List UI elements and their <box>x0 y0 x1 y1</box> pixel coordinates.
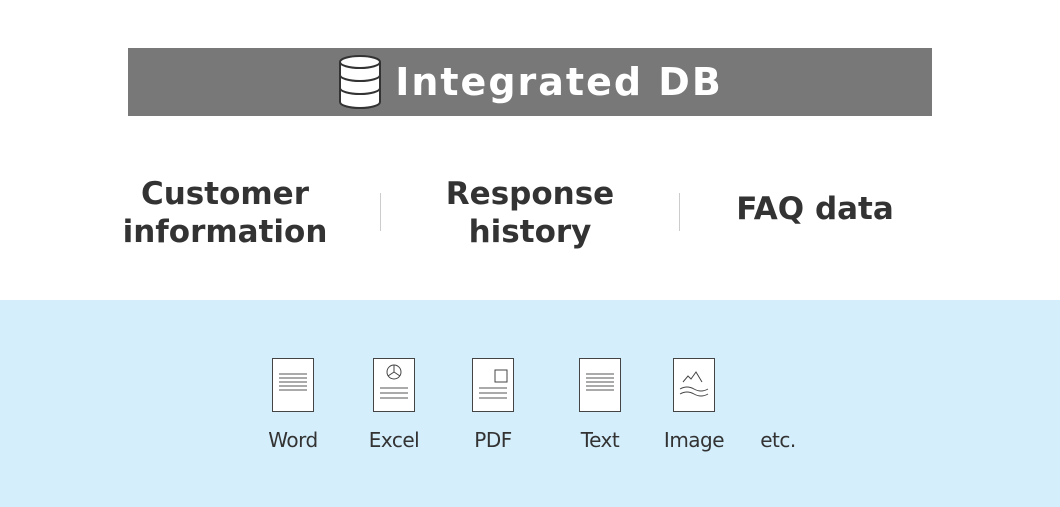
pdf-document-icon <box>472 358 514 412</box>
file-label-text: Text <box>580 428 620 452</box>
file-types-band <box>0 300 1060 507</box>
etc-label: etc. <box>760 428 796 452</box>
excel-document-icon <box>373 358 415 412</box>
file-label-excel: Excel <box>368 428 420 452</box>
file-label-image: Image <box>663 428 725 452</box>
divider <box>679 193 680 231</box>
file-label-pdf: PDF <box>474 428 512 452</box>
divider <box>380 193 381 231</box>
word-document-icon <box>272 358 314 412</box>
text-document-icon <box>579 358 621 412</box>
file-label-word: Word <box>268 428 318 452</box>
header-title: Integrated DB <box>395 60 723 104</box>
database-icon <box>339 55 382 109</box>
image-document-icon <box>673 358 715 412</box>
header-bar: Integrated DB <box>128 48 932 116</box>
category-faq-data: FAQ data <box>736 191 894 227</box>
